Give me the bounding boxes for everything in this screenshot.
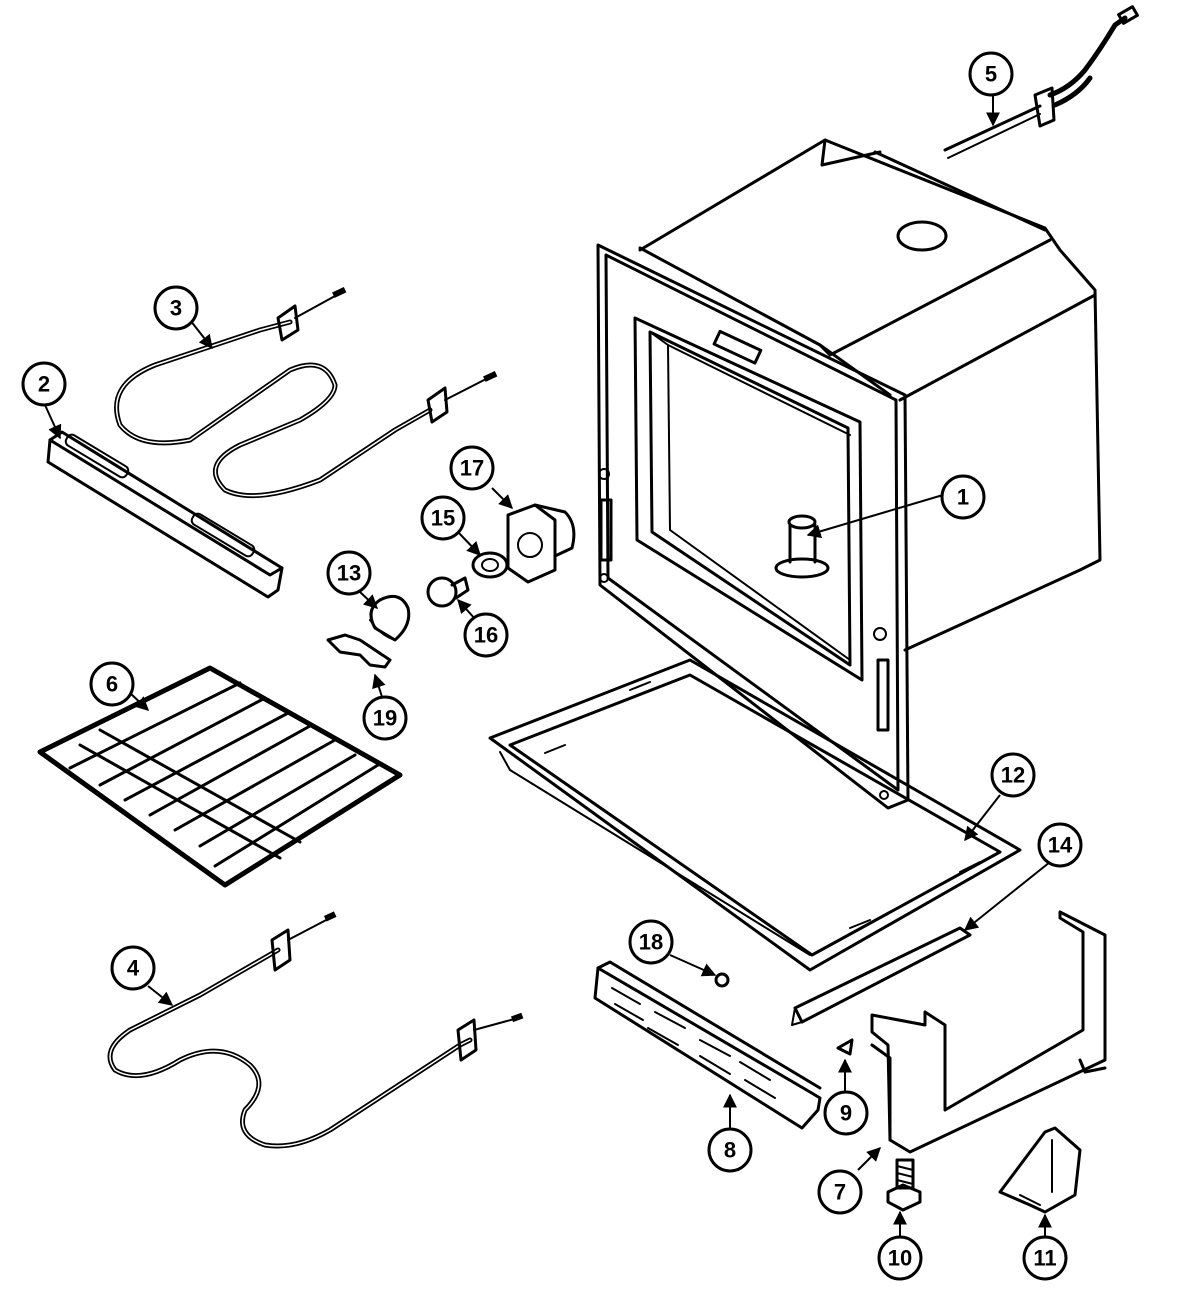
callout-6: 6: [89, 661, 135, 707]
callout-3: 3: [153, 285, 199, 331]
broil-element: [114, 286, 498, 499]
svg-text:12: 12: [1001, 763, 1025, 788]
drawer-support-bracket: [870, 910, 1107, 1154]
callout-11: 11: [1022, 1235, 1068, 1281]
svg-text:11: 11: [1033, 1246, 1056, 1271]
bake-element: [107, 911, 524, 1149]
callout-14: 14: [1037, 822, 1083, 868]
lens-clip: [326, 633, 392, 669]
screw: [836, 1038, 854, 1056]
svg-text:4: 4: [127, 956, 140, 981]
svg-text:17: 17: [460, 456, 484, 481]
svg-text:15: 15: [431, 506, 455, 531]
oven-sensor: [943, 5, 1139, 159]
tray-rail: [791, 926, 972, 1026]
svg-text:16: 16: [474, 623, 498, 648]
svg-text:2: 2: [38, 372, 50, 397]
storage-tray: [488, 658, 1022, 972]
callout-13: 13: [326, 550, 372, 596]
svg-text:9: 9: [840, 1101, 852, 1126]
svg-text:13: 13: [337, 561, 361, 586]
light-housing: [506, 503, 576, 584]
callout-9: 9: [823, 1090, 869, 1136]
callout-16: 16: [463, 612, 509, 658]
leader-lines: [44, 95, 1052, 1242]
callout-5: 5: [968, 51, 1014, 97]
oven-cavity: [596, 138, 1102, 810]
svg-text:14: 14: [1048, 833, 1073, 858]
callout-7: 7: [817, 1169, 863, 1215]
callout-12: 12: [990, 752, 1036, 798]
svg-text:8: 8: [724, 1138, 736, 1163]
callout-1: 1: [940, 474, 986, 520]
light-lens: [369, 594, 411, 642]
lamp-socket: [471, 551, 509, 579]
anti-tip-bracket: [998, 1126, 1082, 1214]
svg-text:7: 7: [834, 1180, 846, 1205]
callout-15: 15: [420, 495, 466, 541]
svg-text:5: 5: [985, 62, 997, 87]
callout-17: 17: [449, 445, 495, 491]
svg-text:6: 6: [106, 672, 118, 697]
callout-10: 10: [877, 1235, 923, 1281]
callout-19: 19: [362, 695, 408, 741]
callout-18: 18: [628, 919, 674, 965]
leveling-leg: [886, 1158, 922, 1212]
rack-pin: [774, 514, 830, 579]
nut: [714, 972, 730, 988]
svg-text:10: 10: [888, 1246, 912, 1271]
broil-element-bracket: [46, 430, 284, 599]
svg-text:1: 1: [957, 485, 969, 510]
callout-2: 2: [21, 361, 67, 407]
svg-text:19: 19: [373, 706, 397, 731]
callout-4: 4: [110, 945, 156, 991]
vent-panel: [593, 960, 822, 1130]
light-bulb: [426, 576, 470, 608]
callout-8: 8: [707, 1127, 753, 1173]
svg-text:3: 3: [170, 296, 182, 321]
oven-rack: [37, 665, 403, 888]
svg-text:18: 18: [639, 930, 663, 955]
